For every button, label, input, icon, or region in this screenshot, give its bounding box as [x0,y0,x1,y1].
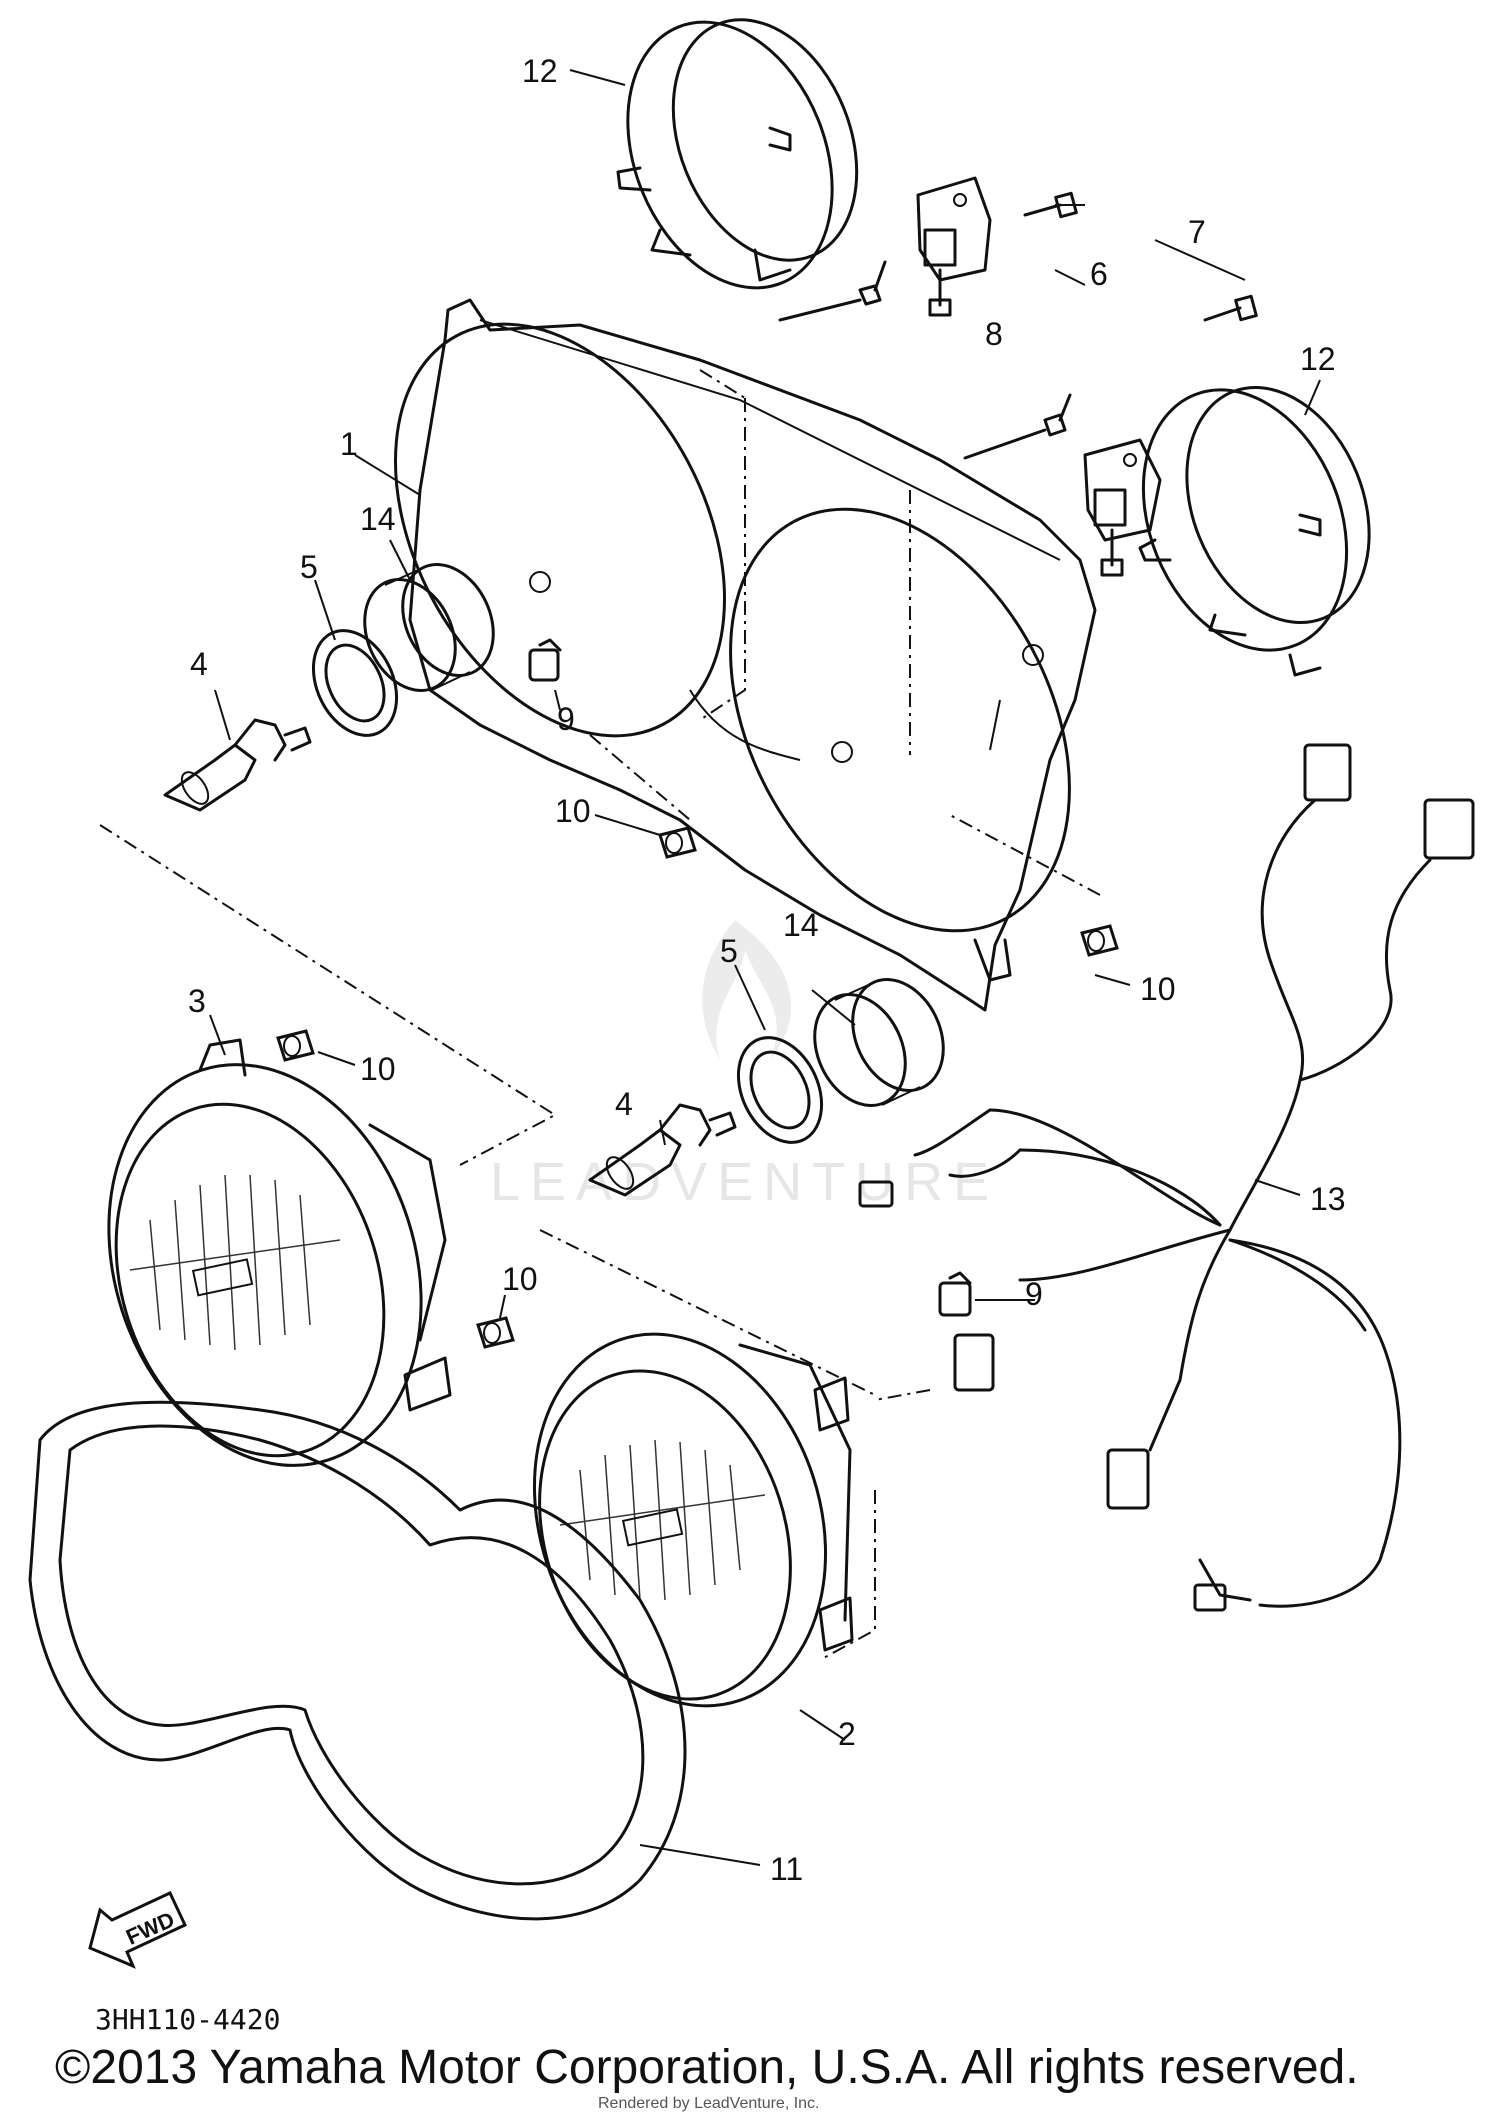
callout-7: 7 [1188,214,1206,250]
part-10-nut-d[interactable] [476,1316,515,1349]
part-9-connector-lower[interactable] [938,1271,972,1317]
part-14-socket-upper[interactable] [347,550,510,706]
part-8-screw-lower[interactable] [963,393,1072,460]
leader-lines [209,69,1321,1866]
fwd-arrow: FWD [88,1891,187,1969]
watermark-text: LEADVENTURE [490,1152,999,1212]
callout-14-upper: 14 [360,501,396,537]
part-12-rim-top[interactable] [590,0,890,319]
callout-6: 6 [1090,256,1108,292]
callout-10-b: 10 [1140,971,1176,1007]
callout-4-upper: 4 [190,646,208,682]
part-4-bulb-lower[interactable] [588,1103,737,1197]
part-10-nut-c[interactable] [276,1029,315,1062]
part-6-bracket-upper[interactable] [916,176,992,317]
watermark: LEADVENTURE [490,920,999,1212]
copyright-text: ©2013 Yamaha Motor Corporation, U.S.A. A… [55,2041,1359,2094]
part-10-nut-a[interactable] [658,826,697,859]
part-10-nut-b[interactable] [1080,924,1119,957]
part-14-socket-lower[interactable] [797,965,960,1121]
part-12-rim-right[interactable] [1106,359,1402,681]
assembly-lines [99,369,1101,1661]
callout-9-lower: 9 [1025,1276,1043,1312]
part-4-bulb-upper[interactable] [163,718,312,812]
callout-10-d: 10 [502,1261,538,1297]
diagram-code: 3HH110-4420 [95,2003,281,2036]
part-5-ring-lower[interactable] [722,1024,837,1156]
callout-10-a: 10 [555,793,591,829]
callout-12-top: 12 [522,53,558,89]
part-13-wiring-harness[interactable] [858,743,1475,1612]
callout-4-lower: 4 [615,1086,633,1122]
left-lens-pattern [129,1174,341,1351]
rendered-by-text: Rendered by LeadVenture, Inc. [598,2095,820,2112]
part-7-screw-upper[interactable] [1023,191,1078,219]
part-8-screw-upper[interactable] [778,260,887,322]
part-7-screw-lower[interactable] [1203,294,1258,322]
part-11-bezel[interactable] [28,1400,687,1921]
part-3-headlight-left[interactable] [59,1024,471,1507]
callout-13: 13 [1310,1181,1346,1217]
callout-5-lower: 5 [720,933,738,969]
callout-9-upper: 9 [557,701,575,737]
callout-10-c: 10 [360,1051,396,1087]
callout-14-lower: 14 [783,907,819,943]
callout-3: 3 [188,983,206,1019]
callout-1: 1 [340,426,358,462]
part-1-housing[interactable] [329,268,1138,1012]
part-9-connector-upper[interactable] [528,638,562,682]
right-lens-pattern [559,1439,766,1601]
part-6-bracket-lower[interactable] [1083,438,1162,577]
callout-8: 8 [985,316,1003,352]
callout-2: 2 [838,1716,856,1752]
callouts: 12 7 6 8 12 1 14 5 4 9 10 10 14 5 3 10 4… [188,53,1346,1887]
callout-5-upper: 5 [300,549,318,585]
callout-12-right: 12 [1300,341,1336,377]
callout-11: 11 [770,1851,803,1887]
part-2-headlight-right[interactable] [488,1296,872,1744]
part-5-ring-upper[interactable] [297,617,412,749]
